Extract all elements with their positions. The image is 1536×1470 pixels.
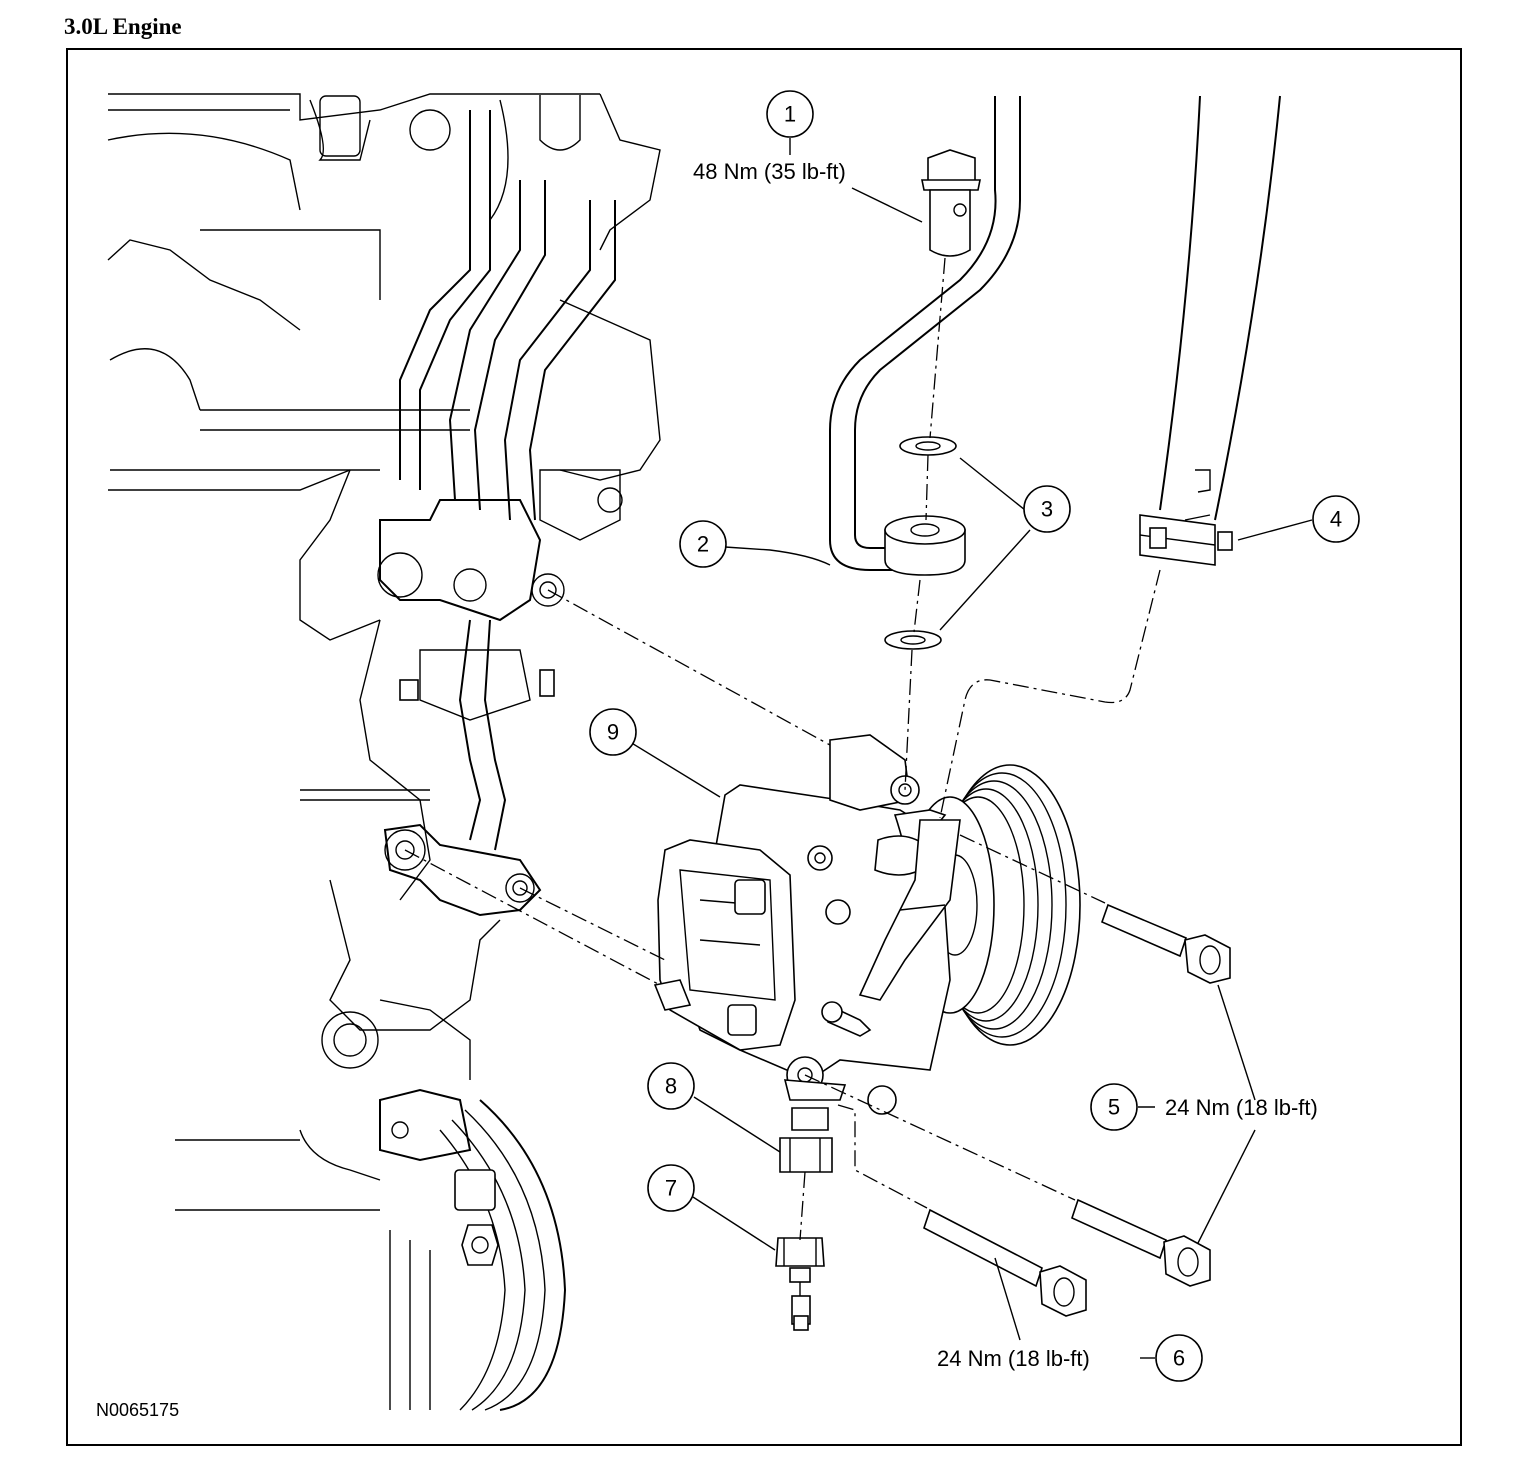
callout-5-torque: 24 Nm (18 lb-ft) [1165, 1095, 1318, 1120]
callout-6-number: 6 [1173, 1346, 1185, 1371]
return-hose [1159, 95, 1281, 521]
page-title: 3.0L Engine [64, 14, 182, 39]
callout-1-number: 1 [784, 102, 796, 127]
diagram-frame [66, 48, 1462, 1446]
callout-2-number: 2 [697, 532, 709, 557]
pump-mounting-bolt-upper [1100, 903, 1231, 984]
pump-mounting-bolt-lower [923, 1208, 1087, 1317]
leader-lines [629, 138, 1313, 1359]
callout-8: 8 [647, 1062, 695, 1110]
callout-3-number: 3 [1041, 497, 1053, 522]
hose-clamp [1139, 514, 1233, 566]
callout-4-number: 4 [1330, 507, 1342, 532]
assembly-center-lines [404, 257, 1161, 1241]
callout-9: 9 [589, 708, 637, 756]
pump-mounting-bolt-lower-right [1071, 1198, 1211, 1287]
callout-1-torque: 48 Nm (35 lb-ft) [693, 159, 846, 184]
callout-2: 2 [679, 520, 727, 568]
callout-4: 4 [1312, 495, 1360, 543]
callout-1: 1 [766, 90, 814, 138]
pressure-switch [779, 1107, 833, 1173]
power-steering-pump [653, 734, 1081, 1115]
callout-3: 3 [1023, 485, 1071, 533]
callout-7: 7 [647, 1164, 695, 1212]
banjo-fitting [884, 515, 966, 576]
engine-block [107, 93, 661, 1411]
sealing-washers [884, 436, 957, 650]
callout-6: 6 [1155, 1334, 1203, 1382]
banjo-bolt [921, 149, 981, 257]
callout-6-torque: 24 Nm (18 lb-ft) [937, 1346, 1090, 1371]
callout-5: 5 [1090, 1083, 1138, 1131]
callout-9-number: 9 [607, 720, 619, 745]
callout-7-number: 7 [665, 1176, 677, 1201]
callout-8-number: 8 [665, 1074, 677, 1099]
callout-5-number: 5 [1108, 1095, 1120, 1120]
electrical-connector [775, 1237, 825, 1331]
figure-id: N0065175 [96, 1400, 179, 1420]
pressure-line-tube [829, 96, 1021, 571]
